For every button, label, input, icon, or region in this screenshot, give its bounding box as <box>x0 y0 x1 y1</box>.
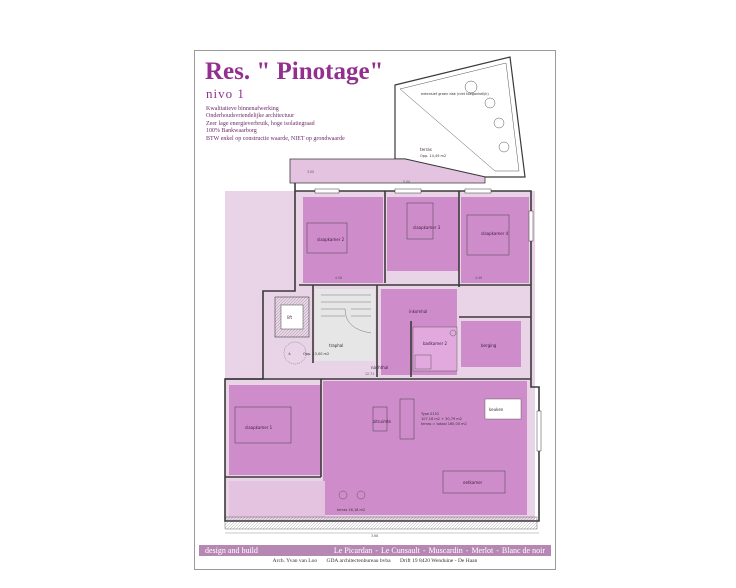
planter-icon <box>356 490 366 500</box>
dining-label: eetkamer <box>463 480 483 485</box>
type-line-1: 107,16 m2 + 30,79 m2 <box>421 417 462 421</box>
bed-icon <box>406 202 434 240</box>
feature-item: Onderhoudsvriendelijke architectuur <box>206 113 295 120</box>
room-bedroom-1 <box>229 385 321 475</box>
stair-area: Opp. 13,00 m2 <box>303 352 329 356</box>
plan-sheet: extensief groen dak (niet toegankelijk) … <box>194 50 556 570</box>
feature-item: BTW enkel op constructie waarde, NIET op… <box>206 135 345 142</box>
wheelchair-icon: ♿ <box>288 352 291 356</box>
bathtub-icon <box>414 354 432 370</box>
bedroom-2-label: slaapkamer 2 <box>317 237 345 242</box>
dimension-label: 4.58 <box>335 276 342 280</box>
terrace-side <box>229 481 325 517</box>
dimension-label: 12.71 <box>365 372 374 376</box>
wine-separator: - <box>422 546 426 555</box>
coffee-table-icon <box>372 406 388 432</box>
shrub-icon <box>498 141 510 153</box>
wardrobe-label: inkomhal <box>409 309 427 314</box>
feature-item: Zeer lage energieverbruik, hoge isolatie… <box>206 120 315 127</box>
shrub-icon <box>464 80 478 94</box>
planter-icon <box>338 490 348 500</box>
room-stairwell <box>315 289 375 361</box>
feature-item: Kwalitatieve binnenafwerking <box>206 106 279 112</box>
green-roof: extensief groen dak (niet toegankelijk) <box>394 56 526 178</box>
bedroom-1-label: slaapkamer 1 <box>245 425 273 430</box>
credits-line: Arch. Yvan van Loo GDA architectenbureau… <box>195 558 555 564</box>
bedroom-4-label: slaapkamer 4 <box>481 231 509 236</box>
floor-plan: extensief groen dak (niet toegankelijk) … <box>224 56 542 538</box>
stairs-icon <box>321 294 371 317</box>
feature-item: 100% Bankwaarborg <box>206 128 257 135</box>
footer-band: design and build Le Picardan - Le Cunsau… <box>199 545 551 556</box>
office-name: GDA architectenbureau bvba <box>326 558 391 564</box>
shrub-icon <box>484 97 496 109</box>
bathroom-label: badkamer 2 <box>423 341 448 346</box>
level-subtitle: nivo 1 <box>206 86 245 101</box>
wine-item: Blanc de noir <box>501 546 545 555</box>
dimension-label: 3.68 <box>371 534 378 538</box>
footer-tagline: design and build <box>205 546 258 555</box>
bed-icon <box>466 214 510 256</box>
walls <box>224 183 540 522</box>
bed-icon <box>234 406 292 444</box>
kitchen-counter <box>484 398 522 420</box>
type-box: Type 0152 107,16 m2 + 30,79 m2 terras = … <box>420 412 467 426</box>
green-roof-label: extensief groen dak (niet toegankelijk) <box>421 92 489 96</box>
wine-item: Le Cunsault <box>380 546 420 555</box>
wine-separator: - <box>465 546 469 555</box>
wine-item: Muscardin <box>428 546 463 555</box>
wheelchair-turning-circle <box>283 341 307 365</box>
room-laundry <box>461 321 521 367</box>
terrace-top-label: terras <box>420 147 432 152</box>
wine-item: Le Picardan <box>333 546 373 555</box>
page-title: Res. " Pinotage" <box>205 58 384 85</box>
dimension-label: 3.00 <box>307 170 314 174</box>
terrace-bottom-label: terras 16,18 m2 <box>337 508 365 512</box>
terrace-top: terras Opp. 14,49 m2 <box>289 147 486 184</box>
laundry-label: berging <box>481 343 497 348</box>
lift-label: lift <box>287 315 293 320</box>
sink-icon <box>449 329 457 337</box>
hall-label: nachthal <box>371 365 388 370</box>
architect-name: Arch. Yvan van Loo <box>272 558 318 564</box>
room-bedroom-4 <box>461 197 529 283</box>
bedroom-3-label: slaapkamer 3 <box>413 225 441 230</box>
office-address: Drift 19 8420 Wenduine - De Haan <box>400 558 478 564</box>
room-bathroom <box>412 326 458 372</box>
living-label: zitruimte <box>373 419 392 424</box>
wine-separator: - <box>375 546 378 555</box>
dining-table-icon <box>442 470 506 494</box>
kitchen-label: keuken <box>489 407 504 412</box>
dimension-label: 4.46 <box>475 276 482 280</box>
dimension-label: 5.00 <box>403 180 410 184</box>
wine-series-list: Le Picardan - Le Cunsault - Muscardin - … <box>334 546 545 555</box>
feature-list: Kwalitatieve binnenafwerking Onderhoudsv… <box>206 106 345 143</box>
windows <box>314 188 542 452</box>
bed-icon <box>306 222 348 254</box>
terrace-balustrade <box>224 516 538 530</box>
wine-separator: - <box>496 546 499 555</box>
wine-item: Merlot <box>471 546 494 555</box>
sofa-icon <box>399 398 415 440</box>
type-label: Type 0152 <box>420 412 439 416</box>
room-bedroom-3 <box>387 197 459 271</box>
shrub-icon <box>493 117 505 129</box>
terrace-top-area: Opp. 14,49 m2 <box>420 154 446 158</box>
room-bedroom-2 <box>303 197 383 283</box>
stairwell-label: traphal <box>329 343 343 348</box>
type-line-2: terras = totaal 160,00 m2 <box>421 422 467 426</box>
